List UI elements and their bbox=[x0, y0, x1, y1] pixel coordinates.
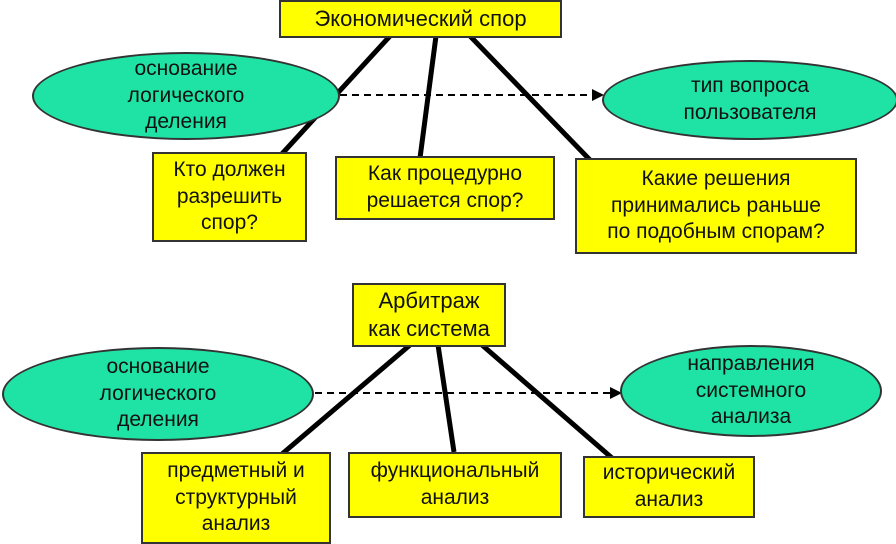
node-label: Кто должен bbox=[173, 157, 286, 181]
connector-line bbox=[468, 34, 592, 162]
node-label: Экономический спор bbox=[314, 5, 527, 31]
root-arbitration-system: Арбитраж как система bbox=[352, 283, 506, 347]
basis-ellipse: основание логического деления bbox=[2, 347, 314, 441]
node-label: Арбитраж bbox=[378, 287, 480, 313]
node-label: деления bbox=[145, 110, 227, 134]
node-label: решается спор? bbox=[366, 189, 524, 212]
prior-decisions-box: Какие решения принимались раньше по подо… bbox=[575, 158, 857, 254]
node-label: Какие решения bbox=[641, 166, 791, 190]
who-resolves-box: Кто должен разрешить спор? bbox=[152, 152, 307, 242]
node-label: тип вопроса bbox=[690, 74, 810, 98]
basis-ellipse: основание логического деления bbox=[32, 52, 340, 140]
node-label: принимались раньше bbox=[611, 193, 821, 217]
node-label: пользователя bbox=[683, 101, 817, 124]
node-label: анализ bbox=[201, 512, 271, 536]
node-label: Как процедурно bbox=[367, 162, 523, 186]
node-label: разрешить bbox=[176, 184, 283, 208]
node-label: логического bbox=[99, 381, 217, 405]
node-label: системного bbox=[695, 378, 807, 402]
node-label: спор? bbox=[201, 211, 258, 235]
node-label: направления bbox=[687, 351, 815, 375]
node-label: деления bbox=[117, 408, 199, 432]
node-label: функциональный bbox=[370, 459, 540, 483]
historical-analysis-box: исторический анализ bbox=[583, 456, 755, 518]
node-label: по подобным спорам? bbox=[607, 220, 825, 244]
node-label: исторический bbox=[602, 461, 736, 485]
node-label: анализ bbox=[420, 486, 490, 509]
root-economic-dispute: Экономический спор bbox=[279, 0, 562, 38]
node-label: основание bbox=[106, 354, 210, 378]
connector-line bbox=[480, 343, 614, 460]
node-label: структурный bbox=[175, 485, 297, 509]
connector-line bbox=[417, 35, 439, 159]
question-type-ellipse: тип вопроса пользователя bbox=[602, 60, 896, 140]
node-label: логического bbox=[127, 83, 245, 107]
analysis-directions-ellipse: направления системного анализа bbox=[620, 345, 882, 437]
node-label: анализа bbox=[710, 405, 792, 429]
node-label: анализ bbox=[634, 488, 704, 511]
functional-analysis-box: функциональный анализ bbox=[348, 452, 562, 518]
node-label: предметный и bbox=[167, 458, 305, 482]
connector-line bbox=[280, 343, 412, 456]
structural-analysis-box: предметный и структурный анализ bbox=[141, 452, 331, 544]
procedure-box: Как процедурно решается спор? bbox=[335, 156, 555, 220]
node-label: основание bbox=[134, 56, 238, 80]
node-label: как система bbox=[368, 316, 490, 341]
connector-line bbox=[435, 344, 457, 453]
